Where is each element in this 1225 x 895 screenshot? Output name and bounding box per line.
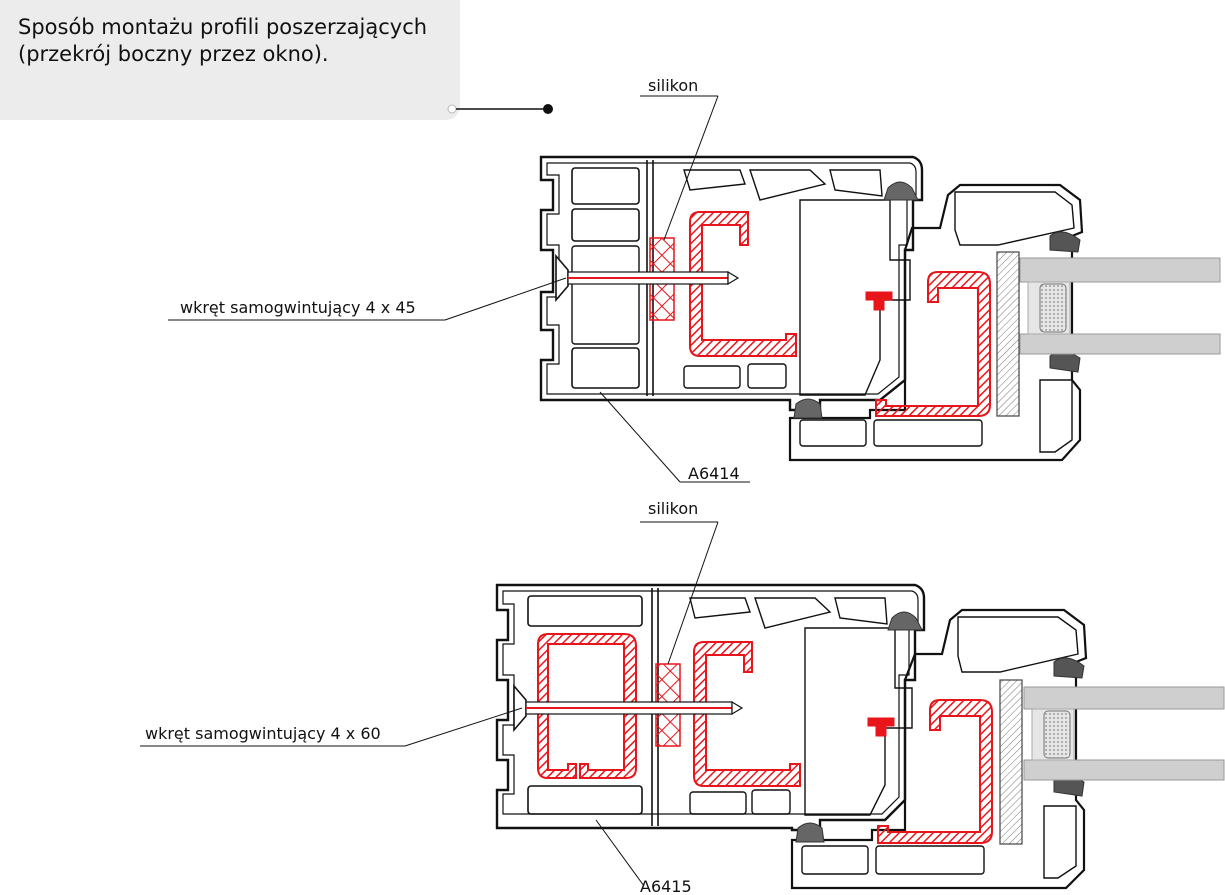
title: Sposób montażu profili poszerzających (p…	[18, 14, 427, 68]
glass-pane-outer-2	[1023, 686, 1225, 710]
steel-reinforcement-frame	[689, 211, 797, 357]
glass-pane-inner-2	[1023, 759, 1225, 781]
screw-label-1: wkręt samogwintujący 4 x 45	[180, 298, 416, 317]
steel-reinforcement-frame-2	[693, 641, 801, 787]
widening-profile-a6414	[539, 155, 924, 412]
connector-end-dot	[543, 104, 553, 114]
connector-start-dot	[447, 104, 457, 114]
screw-label-2: wkręt samogwintujący 4 x 60	[145, 724, 381, 743]
title-line-1: Sposób montażu profili poszerzających	[18, 15, 428, 39]
sash-profile-2	[790, 608, 1088, 890]
steel-reinforcement-sash-2	[877, 699, 993, 844]
profile-label-a6414: A6414	[688, 464, 740, 483]
screw-4x60	[513, 683, 744, 733]
glass-pane-inner	[1019, 333, 1221, 355]
section-a6415: silikon wkręt samogwintujący 4 x 60 A641…	[140, 499, 1225, 895]
steel-reinforcement-sash	[875, 271, 991, 417]
profile-label-a6415: A6415	[640, 877, 692, 895]
glass-pane-outer	[1019, 257, 1221, 283]
steel-reinforcement-widening	[537, 633, 637, 779]
widening-profile-a6415	[495, 583, 926, 832]
silicone-label-1: silikon	[648, 76, 698, 95]
title-box: Sposób montażu profili poszerzających (p…	[0, 0, 460, 120]
silicone-label-2: silikon	[648, 499, 698, 518]
title-line-2: (przekrój boczny przez okno).	[18, 42, 329, 66]
sash-profile	[788, 183, 1084, 462]
section-a6414: silikon wkręt samogwintujący 4 x 45 A641…	[168, 76, 1221, 483]
screw-4x45	[555, 253, 740, 303]
